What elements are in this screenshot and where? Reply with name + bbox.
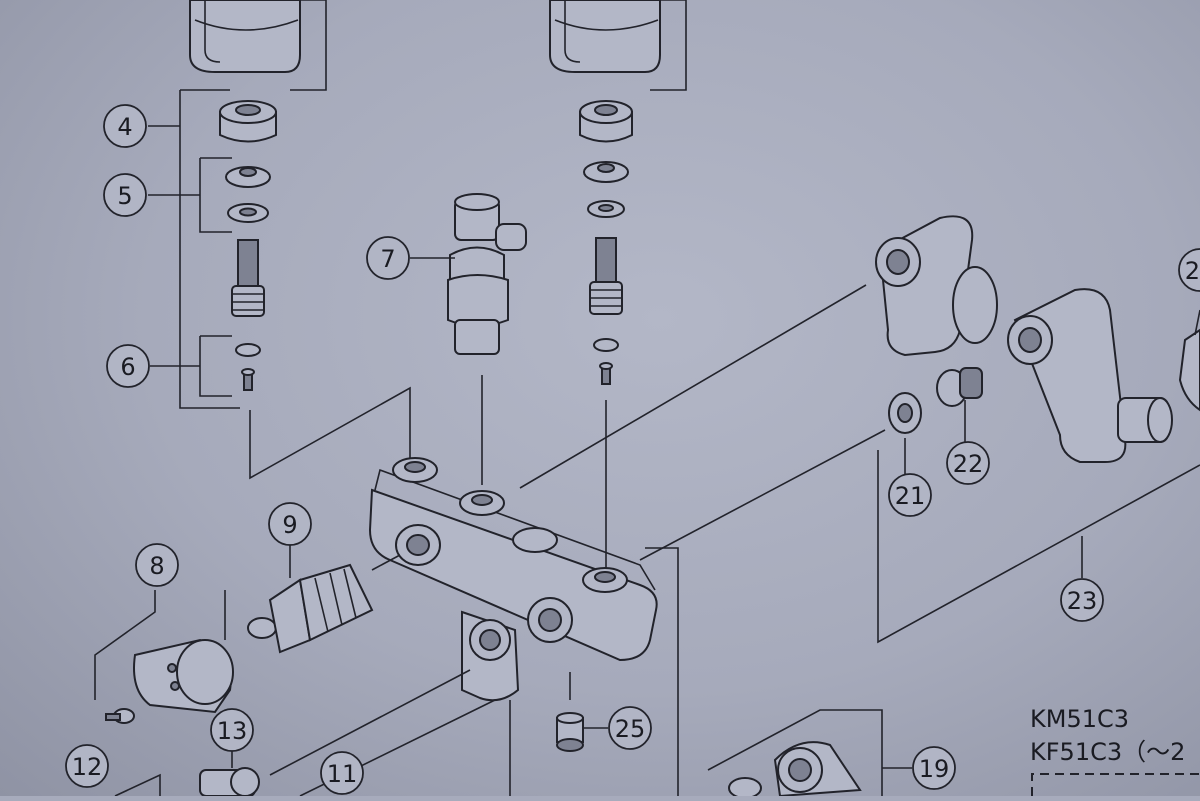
leader-24 <box>1194 309 1200 336</box>
callout-number: 6 <box>120 353 135 381</box>
right-cap-nut <box>579 100 633 143</box>
callout-circle <box>210 708 254 752</box>
left-stack-axis <box>249 386 411 480</box>
group-23-bracket <box>877 450 1200 644</box>
callout-circle <box>135 543 179 587</box>
callout-21: 21 <box>888 473 932 517</box>
right-washers <box>583 161 629 218</box>
elbow-24-partial <box>1178 328 1200 412</box>
callout-4: 4 <box>103 104 147 148</box>
callout-number: 23 <box>1067 587 1098 615</box>
left-cap-nut <box>219 100 277 143</box>
callout-circle <box>366 236 410 280</box>
group-4-bracket <box>179 89 240 409</box>
callout-circle <box>320 751 364 795</box>
callout-number: 24 <box>1185 257 1200 285</box>
callout-circle <box>268 502 312 546</box>
callout-number: 13 <box>217 717 248 745</box>
leader-to-upper-elbow <box>519 284 867 489</box>
right-handle-leader <box>650 0 687 91</box>
model-label-2: KF51C3（～2 <box>1030 738 1185 766</box>
body-right-leader <box>645 547 679 796</box>
part-9-axis <box>371 554 401 571</box>
callout-12: 12 <box>65 744 109 788</box>
callout-circle <box>103 104 147 148</box>
leader-to-washer-21 <box>639 429 886 561</box>
callout-number: 12 <box>72 753 103 781</box>
callout-circle <box>1178 248 1200 292</box>
part-22-strainer <box>936 367 983 407</box>
right-handle <box>549 0 661 73</box>
mixer-body <box>368 457 658 702</box>
part-8-knob <box>133 638 234 714</box>
callout-circle <box>103 173 147 217</box>
callout-19: 19 <box>912 746 956 790</box>
part-21-washer <box>888 392 922 434</box>
left-handle <box>189 0 301 73</box>
callout-number: 8 <box>149 552 164 580</box>
group-5-bracket <box>199 157 232 233</box>
callout-number: 19 <box>919 755 950 783</box>
callout-8: 8 <box>135 543 179 587</box>
callout-number: 25 <box>615 715 646 743</box>
right-spindle <box>589 237 623 315</box>
callout-circle <box>106 344 150 388</box>
callout-circle <box>65 744 109 788</box>
callout-25: 25 <box>608 706 652 750</box>
callout-11: 11 <box>320 751 364 795</box>
callout-number: 22 <box>953 450 984 478</box>
callout-circle <box>888 473 932 517</box>
leader-12 <box>114 773 161 797</box>
part-11-axis-a <box>269 669 471 776</box>
group-6-bracket <box>199 335 232 397</box>
callout-number: 5 <box>117 182 132 210</box>
callout-9: 9 <box>268 502 312 546</box>
left-small-washer <box>235 343 261 357</box>
callout-number: 7 <box>380 245 395 273</box>
left-screw <box>241 368 255 391</box>
callout-22: 22 <box>946 441 990 485</box>
part-13-fitting <box>199 767 260 797</box>
callout-layer: 4 5 6 7 8 9 11 12 13 19 21 22 23 24 25 <box>65 104 1200 795</box>
lower-elbow <box>1007 288 1173 463</box>
callout-number: 4 <box>117 113 132 141</box>
dashed-variant-box <box>1031 773 1200 796</box>
left-washers <box>225 166 271 223</box>
part-19-box <box>707 709 883 799</box>
callout-circle <box>946 441 990 485</box>
model-label-1: KM51C3 <box>1030 705 1129 733</box>
right-screw <box>599 362 613 385</box>
leader-8 <box>94 590 156 700</box>
callout-6: 6 <box>106 344 150 388</box>
callout-circle <box>608 706 652 750</box>
callout-number: 11 <box>327 760 358 788</box>
left-handle-leader <box>290 0 327 91</box>
callout-13: 13 <box>210 708 254 752</box>
callout-23: 23 <box>1060 578 1104 622</box>
upper-elbow <box>875 215 998 357</box>
part-9-cartridge <box>247 563 374 654</box>
part-7-valve <box>447 193 527 355</box>
callout-7: 7 <box>366 236 410 280</box>
callout-circle <box>912 746 956 790</box>
callout-24: 24 <box>1178 248 1200 292</box>
right-small-washer <box>593 338 619 352</box>
left-spindle <box>231 239 265 317</box>
callout-5: 5 <box>103 173 147 217</box>
callout-number: 21 <box>895 482 926 510</box>
callout-number: 9 <box>282 511 297 539</box>
callout-circle <box>1060 578 1104 622</box>
knob-screw <box>105 708 135 724</box>
part-25-plug <box>556 712 584 752</box>
